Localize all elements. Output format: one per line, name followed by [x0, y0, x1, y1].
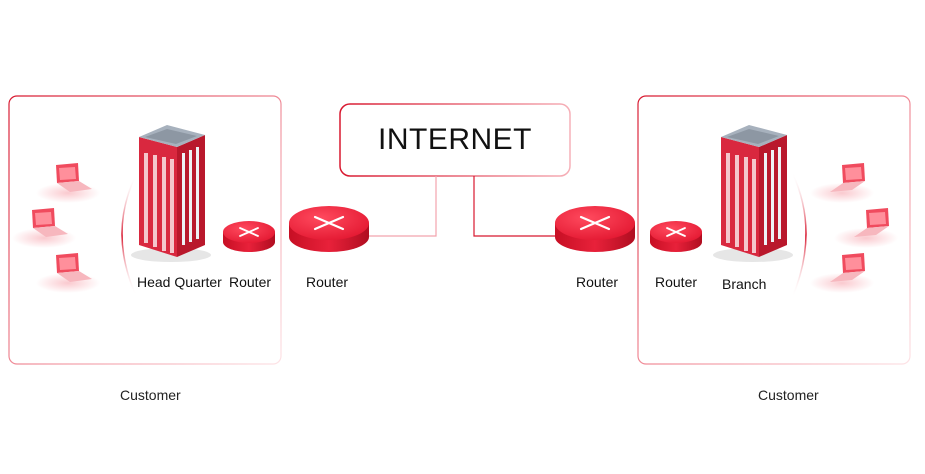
branch-customer-caption: Customer	[758, 387, 819, 403]
hq-laptop-1	[36, 163, 100, 203]
hq-site-box	[8, 95, 282, 365]
hq-arc	[121, 174, 137, 297]
internet-box	[339, 103, 571, 177]
internet-label: INTERNET	[378, 123, 532, 156]
edge-router-left-icon	[289, 206, 369, 252]
internet-link-left	[368, 176, 437, 237]
hq-building-icon	[131, 125, 211, 262]
branch-site-box	[637, 95, 911, 365]
internet-link-right	[473, 176, 556, 237]
hq-building-label: Head Quarter	[137, 274, 222, 290]
branch-laptop-2	[834, 208, 898, 248]
branch-laptop-1	[810, 163, 874, 203]
branch-building-label: Branch	[722, 276, 767, 292]
branch-laptop-3	[810, 253, 874, 293]
hq-laptop-3	[36, 253, 100, 293]
hq-customer-caption: Customer	[120, 387, 181, 403]
edge-router-right-label: Router	[576, 274, 619, 290]
branch-router-label: Router	[655, 274, 698, 290]
branch-arc	[791, 171, 807, 299]
edge-router-left-label: Router	[306, 274, 349, 290]
branch-router-icon	[650, 221, 702, 252]
edge-router-right-icon	[555, 206, 635, 252]
hq-laptop-2	[12, 208, 76, 248]
hq-router-icon	[223, 221, 275, 252]
branch-building-icon	[713, 125, 793, 262]
hq-router-label: Router	[229, 274, 272, 290]
